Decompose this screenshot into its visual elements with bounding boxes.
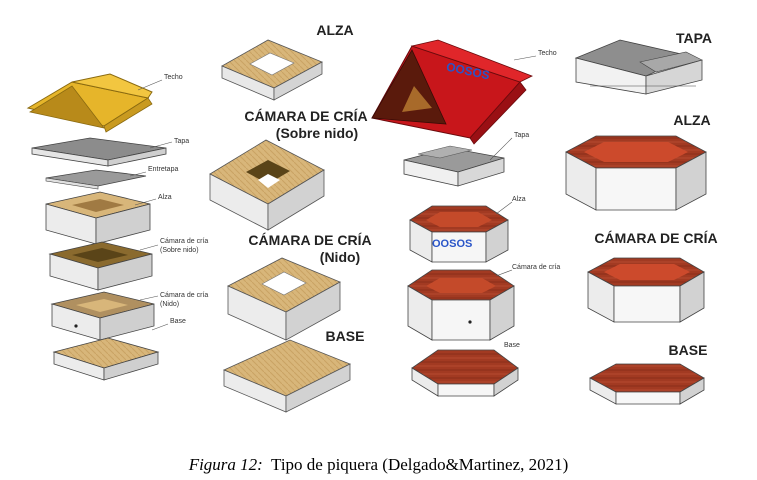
component-tapa-right [574, 39, 703, 95]
logo-on-alza: OOSOS [432, 238, 473, 250]
header-camara-nido-1: CÁMARA DE CRÍA [248, 232, 372, 248]
left-tapa [31, 137, 167, 167]
label-camara-sobre-nido-2: (Sobre nido) [160, 247, 199, 254]
figure-caption: Figura 12: Tipo de piquera (Delgado&Mart… [0, 455, 757, 475]
component-camara-nido [227, 257, 341, 341]
header-camara-sobre-nido-2: (Sobre nido) [275, 125, 359, 141]
header-base-right: BASE [668, 342, 708, 358]
label-tapa-right: Tapa [514, 132, 530, 139]
label-base-right: Base [504, 342, 520, 349]
label-techo-right: Techo [538, 50, 557, 57]
left-alza [45, 191, 151, 245]
component-alza [221, 39, 323, 101]
header-tapa: TAPA [675, 30, 713, 46]
label-base-left: Base [170, 318, 186, 325]
right-alza [409, 205, 509, 263]
component-alza-right [565, 135, 707, 211]
component-camara-sobre-nido [209, 139, 325, 231]
left-entretapa [45, 169, 147, 190]
header-camara-sobre-nido-1: CÁMARA DE CRÍA [244, 108, 368, 124]
header-camara-right: CÁMARA DE CRÍA [594, 230, 718, 246]
label-camara-nido-1: Cámara de cría [160, 292, 209, 299]
label-techo-left: Techo [164, 74, 183, 81]
component-base-right [589, 363, 705, 405]
hive-illustrations [26, 39, 707, 413]
component-camara-right [587, 257, 705, 323]
left-camara-nido [50, 291, 155, 341]
label-alza-left: Alza [158, 194, 172, 201]
label-camara-right: Cámara de cría [512, 264, 561, 271]
right-camara [407, 269, 515, 341]
label-alza-right: Alza [512, 196, 526, 203]
hive-figure: OOSOS OOSOS Techo Tapa Entretapa Alza Cá… [26, 22, 718, 413]
caption-text: Tipo de piquera (Delgado&Martinez, 2021) [271, 455, 569, 474]
header-camara-nido-2: (Nido) [319, 249, 361, 265]
right-roof [371, 39, 533, 145]
label-camara-nido-2: (Nido) [160, 301, 180, 308]
left-camara-sobre-nido [48, 241, 153, 291]
caption-figure-label: Figura 12: [188, 455, 263, 474]
component-base [223, 339, 351, 413]
label-tapa-left: Tapa [174, 138, 190, 145]
header-alza: ALZA [316, 22, 354, 38]
left-base [52, 337, 160, 381]
label-entretapa-left: Entretapa [148, 166, 179, 173]
left-roof [26, 73, 153, 133]
header-alza-right: ALZA [673, 112, 711, 128]
label-camara-sobre-nido-1: Cámara de cría [160, 238, 209, 245]
right-tapa [403, 145, 505, 187]
header-base: BASE [325, 328, 365, 344]
right-base [411, 349, 519, 397]
